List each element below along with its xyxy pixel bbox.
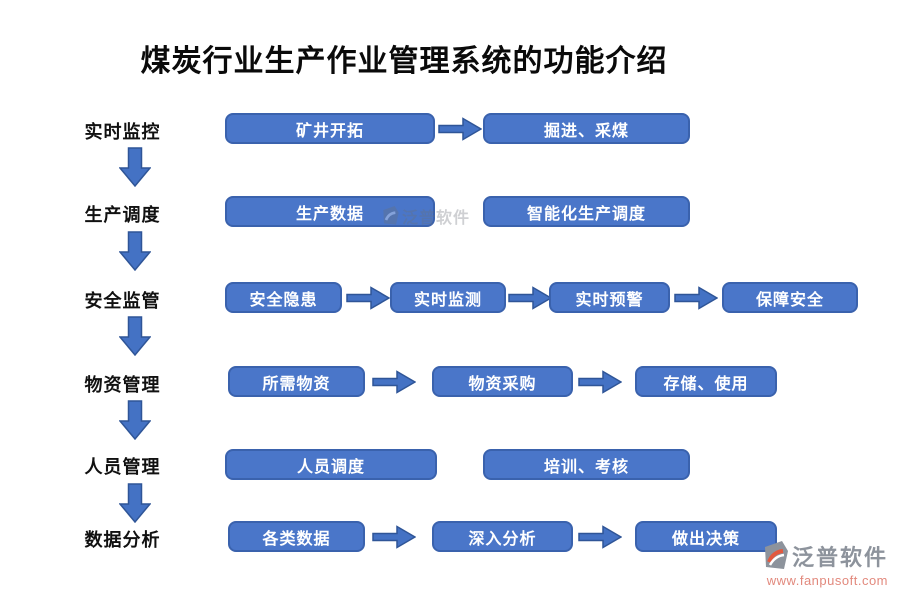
stage-label-realtime-monitoring: 实时监控	[84, 122, 161, 142]
stage-label-material-management: 物资管理	[84, 375, 161, 395]
flow-box-excavation-coal-mining: 掘进、采煤	[483, 113, 690, 144]
down-arrow-icon	[119, 147, 151, 187]
flow-box-make-decisions: 做出决策	[635, 521, 777, 552]
flow-box-storage-usage: 存储、使用	[635, 366, 777, 397]
stage-label-production-scheduling: 生产调度	[84, 205, 161, 225]
flow-box-material-procurement: 物资采购	[432, 366, 573, 397]
stage-label-data-analysis: 数据分析	[84, 530, 161, 550]
right-arrow-icon	[578, 370, 622, 394]
right-arrow-icon	[346, 286, 390, 310]
brand-logo: 泛普软件 www.fanpusoft.com	[762, 540, 888, 588]
right-arrow-icon	[674, 286, 718, 310]
flow-box-required-materials: 所需物资	[228, 366, 365, 397]
down-arrow-icon	[119, 316, 151, 356]
right-arrow-icon	[372, 525, 416, 549]
brand-name: 泛普软件	[791, 545, 888, 570]
right-arrow-icon	[372, 370, 416, 394]
flow-box-realtime-detection: 实时监测	[390, 282, 506, 313]
down-arrow-icon	[119, 400, 151, 440]
page-title: 煤炭行业生产作业管理系统的功能介绍	[140, 45, 668, 78]
fanpu-logo-icon	[764, 541, 788, 569]
stage-label-safety-supervision: 安全监管	[84, 291, 161, 311]
right-arrow-icon	[578, 525, 622, 549]
flow-box-various-data: 各类数据	[228, 521, 365, 552]
stage-label-personnel-management: 人员管理	[84, 457, 161, 477]
flow-box-ensure-safety: 保障安全	[722, 282, 858, 313]
flow-box-intelligent-scheduling: 智能化生产调度	[483, 196, 690, 227]
flow-box-training-assessment: 培训、考核	[483, 449, 690, 480]
down-arrow-icon	[119, 231, 151, 271]
right-arrow-icon	[508, 286, 552, 310]
flow-box-realtime-warning: 实时预警	[549, 282, 670, 313]
brand-url: www.fanpusoft.com	[766, 573, 888, 588]
flow-box-safety-hazards: 安全隐患	[225, 282, 342, 313]
flow-box-mine-development: 矿井开拓	[225, 113, 435, 144]
right-arrow-icon	[438, 117, 482, 141]
flow-box-deep-analysis: 深入分析	[432, 521, 573, 552]
down-arrow-icon	[119, 483, 151, 523]
flow-box-production-data: 生产数据	[225, 196, 435, 227]
flow-box-personnel-scheduling: 人员调度	[225, 449, 437, 480]
